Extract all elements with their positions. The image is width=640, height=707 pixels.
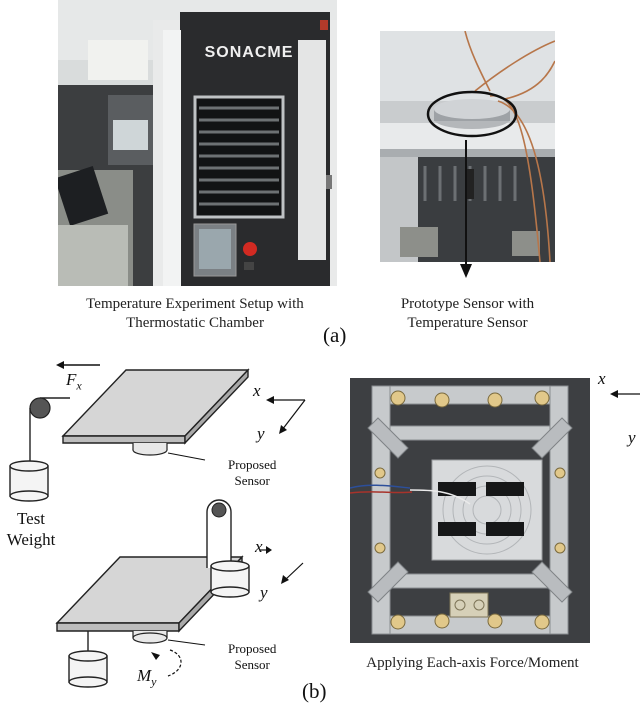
lower-sensor: [132, 632, 168, 644]
moment-arrow: [167, 649, 182, 677]
force-subscript: x: [76, 378, 82, 393]
moment-subscript: y: [151, 674, 157, 689]
prototype-caption: Prototype Sensor with Temperature Sensor: [360, 295, 575, 333]
chamber-photo: SONACME: [58, 0, 337, 286]
prototype-sensor-photo: [380, 31, 555, 262]
lower-axis-y-label: y: [260, 583, 268, 602]
vertical-pulley: [206, 499, 232, 568]
prototype-caption-line2: Temperature Sensor: [407, 315, 528, 331]
chamber-caption-line2: Thermostatic Chamber: [126, 315, 264, 331]
chamber-brand-label: SONACME: [204, 44, 294, 61]
sensor-pointer-arrow: [460, 140, 472, 278]
chamber-caption: Temperature Experiment Setup with Thermo…: [40, 295, 350, 333]
upper-plate: [61, 368, 250, 445]
lower-sensor-label-line2: Sensor: [234, 657, 270, 672]
prototype-caption-line1: Prototype Sensor with: [400, 296, 535, 312]
side-weight: [210, 560, 250, 598]
lower-axis-x-label: x: [255, 537, 263, 556]
panel-label-b: (b): [302, 679, 327, 703]
photo-axis-y-label: y: [628, 428, 636, 447]
upper-sensor-label-line1: Proposed: [228, 457, 277, 472]
loading-diagram: [9, 361, 306, 688]
panel-label-a: (a): [323, 323, 347, 347]
lower-sensor-label-line1: Proposed: [228, 641, 277, 656]
moment-label: My: [137, 666, 157, 689]
test-weight-label: Test Weight: [4, 508, 58, 550]
pulley: [29, 397, 51, 419]
upper-sensor-label: Proposed Sensor: [228, 457, 276, 489]
bottom-weight: [68, 650, 108, 688]
test-weight-label-line1: Test: [16, 509, 46, 528]
test-weight: [9, 460, 49, 502]
lower-sensor-label: Proposed Sensor: [228, 641, 276, 673]
upper-axis-x-label: x: [253, 381, 261, 400]
test-weight-label-line2: Weight: [6, 530, 56, 549]
chamber-caption-line1: Temperature Experiment Setup with: [86, 296, 304, 312]
force-symbol: F: [66, 370, 77, 389]
photo-axis-x-label: x: [598, 369, 606, 388]
photo-axes: [610, 390, 640, 398]
fixture-photo: [350, 378, 590, 643]
moment-symbol: M: [137, 666, 152, 685]
upper-axis-y-label: y: [257, 424, 265, 443]
fixture-caption: Applying Each-axis Force/Moment: [366, 655, 579, 671]
force-label: Fx: [66, 370, 82, 393]
upper-sensor-label-line2: Sensor: [234, 473, 270, 488]
